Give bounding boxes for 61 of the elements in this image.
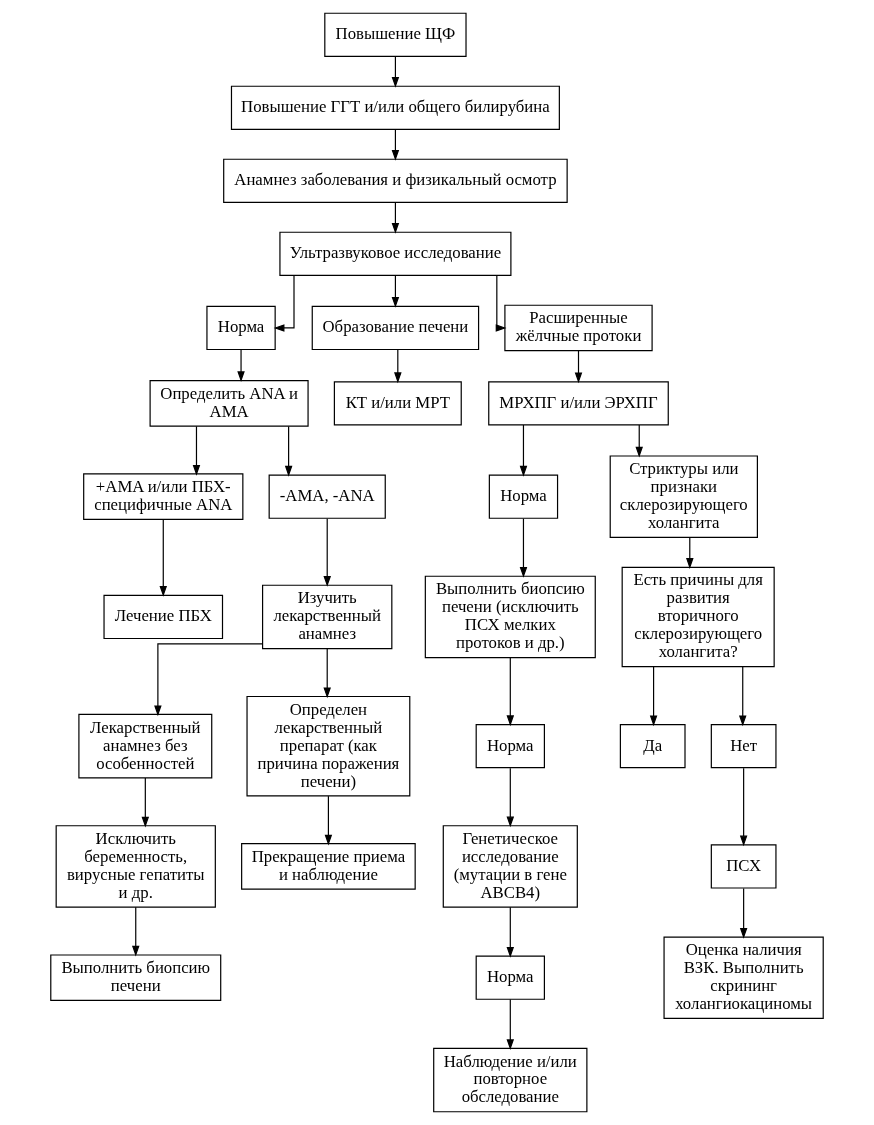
arrow [192,425,201,476]
node-box: Оценка наличия ВЗК. Выполнить скрининг холангиокациномы [663,936,824,1019]
node-box: Норма [475,724,545,769]
arrow [131,906,140,957]
arrow [506,657,515,727]
node-box: Выполнить биопсию печени [50,954,222,1002]
arrow [574,350,583,384]
node-box: Нет [710,724,777,769]
node-box: Да [619,724,686,769]
arrow [394,349,402,384]
arrow [159,519,168,597]
node-box: +AMA и/или ПБХ-специфичные ANA [83,473,244,520]
arrow [391,56,400,88]
arrow [324,795,333,846]
node-box: Выполнить биопсию печени (исключить ПСХ мелких протоков и др.) [424,575,596,659]
arrow [649,666,658,727]
arrow [391,129,400,161]
arrow [519,518,528,578]
arrow [323,648,331,699]
node-box: МРХПГ и/или ЭРХПГ [488,381,669,426]
node-box: Генетическое исследование (мутации в гене ABCB4) [442,825,578,908]
node-box: ПСХ [710,844,777,889]
arrow [738,666,747,727]
node-box: Стриктуры или признаки склерозирующего холангита [609,455,758,538]
node-box: Лечение ПБХ [103,594,224,640]
node-box: Исключить беременность, вирусные гепатиты и др. [55,825,216,908]
node-box: КТ и/или МРТ [333,381,462,426]
node-box: Норма [488,474,559,519]
arrow [686,536,694,569]
node-box: Изучить лекарственный анамнез [262,584,393,650]
arrow [506,998,515,1051]
node-box: Есть причины для развития вторичного склерозирующего холангита? [621,566,775,668]
node-box: Повышение ЩФ [324,12,467,57]
arrow [506,767,515,828]
arrow [323,518,331,587]
node-box: Определен лекарственный препарат (как причина поражения печени) [246,695,411,797]
node-box: Расширенные жёлчные протоки [504,304,653,352]
arrow [154,643,263,717]
arrow [237,349,245,383]
arrow [519,424,528,477]
arrow [495,275,507,332]
arrow [284,425,293,477]
arrow [635,424,643,458]
node-box: Лекарственный анамнез без особенностей [78,713,213,779]
node-box: -AMA, -ANA [268,474,386,519]
arrow [273,275,295,332]
node-box: Норма [475,955,545,1000]
arrow [391,202,400,234]
node-box: Наблюдение и/или повторное обследование [433,1047,588,1113]
arrow [739,887,748,939]
arrow [141,777,150,828]
node-box: Прекращение приема и наблюдение [241,843,416,890]
arrow [739,767,748,847]
node-box: Определить ANA и AMA [149,380,309,427]
node-box: Образование печени [311,305,480,351]
arrow [391,275,400,308]
arrow [506,906,515,958]
node-box: Анамнез заболевания и физикальный осмотр [223,158,568,203]
node-box: Ультразвуковое исследование [279,231,512,276]
node-box: Повышение ГГТ и/или общего билирубина [230,85,560,130]
node-box: Норма [206,305,276,351]
